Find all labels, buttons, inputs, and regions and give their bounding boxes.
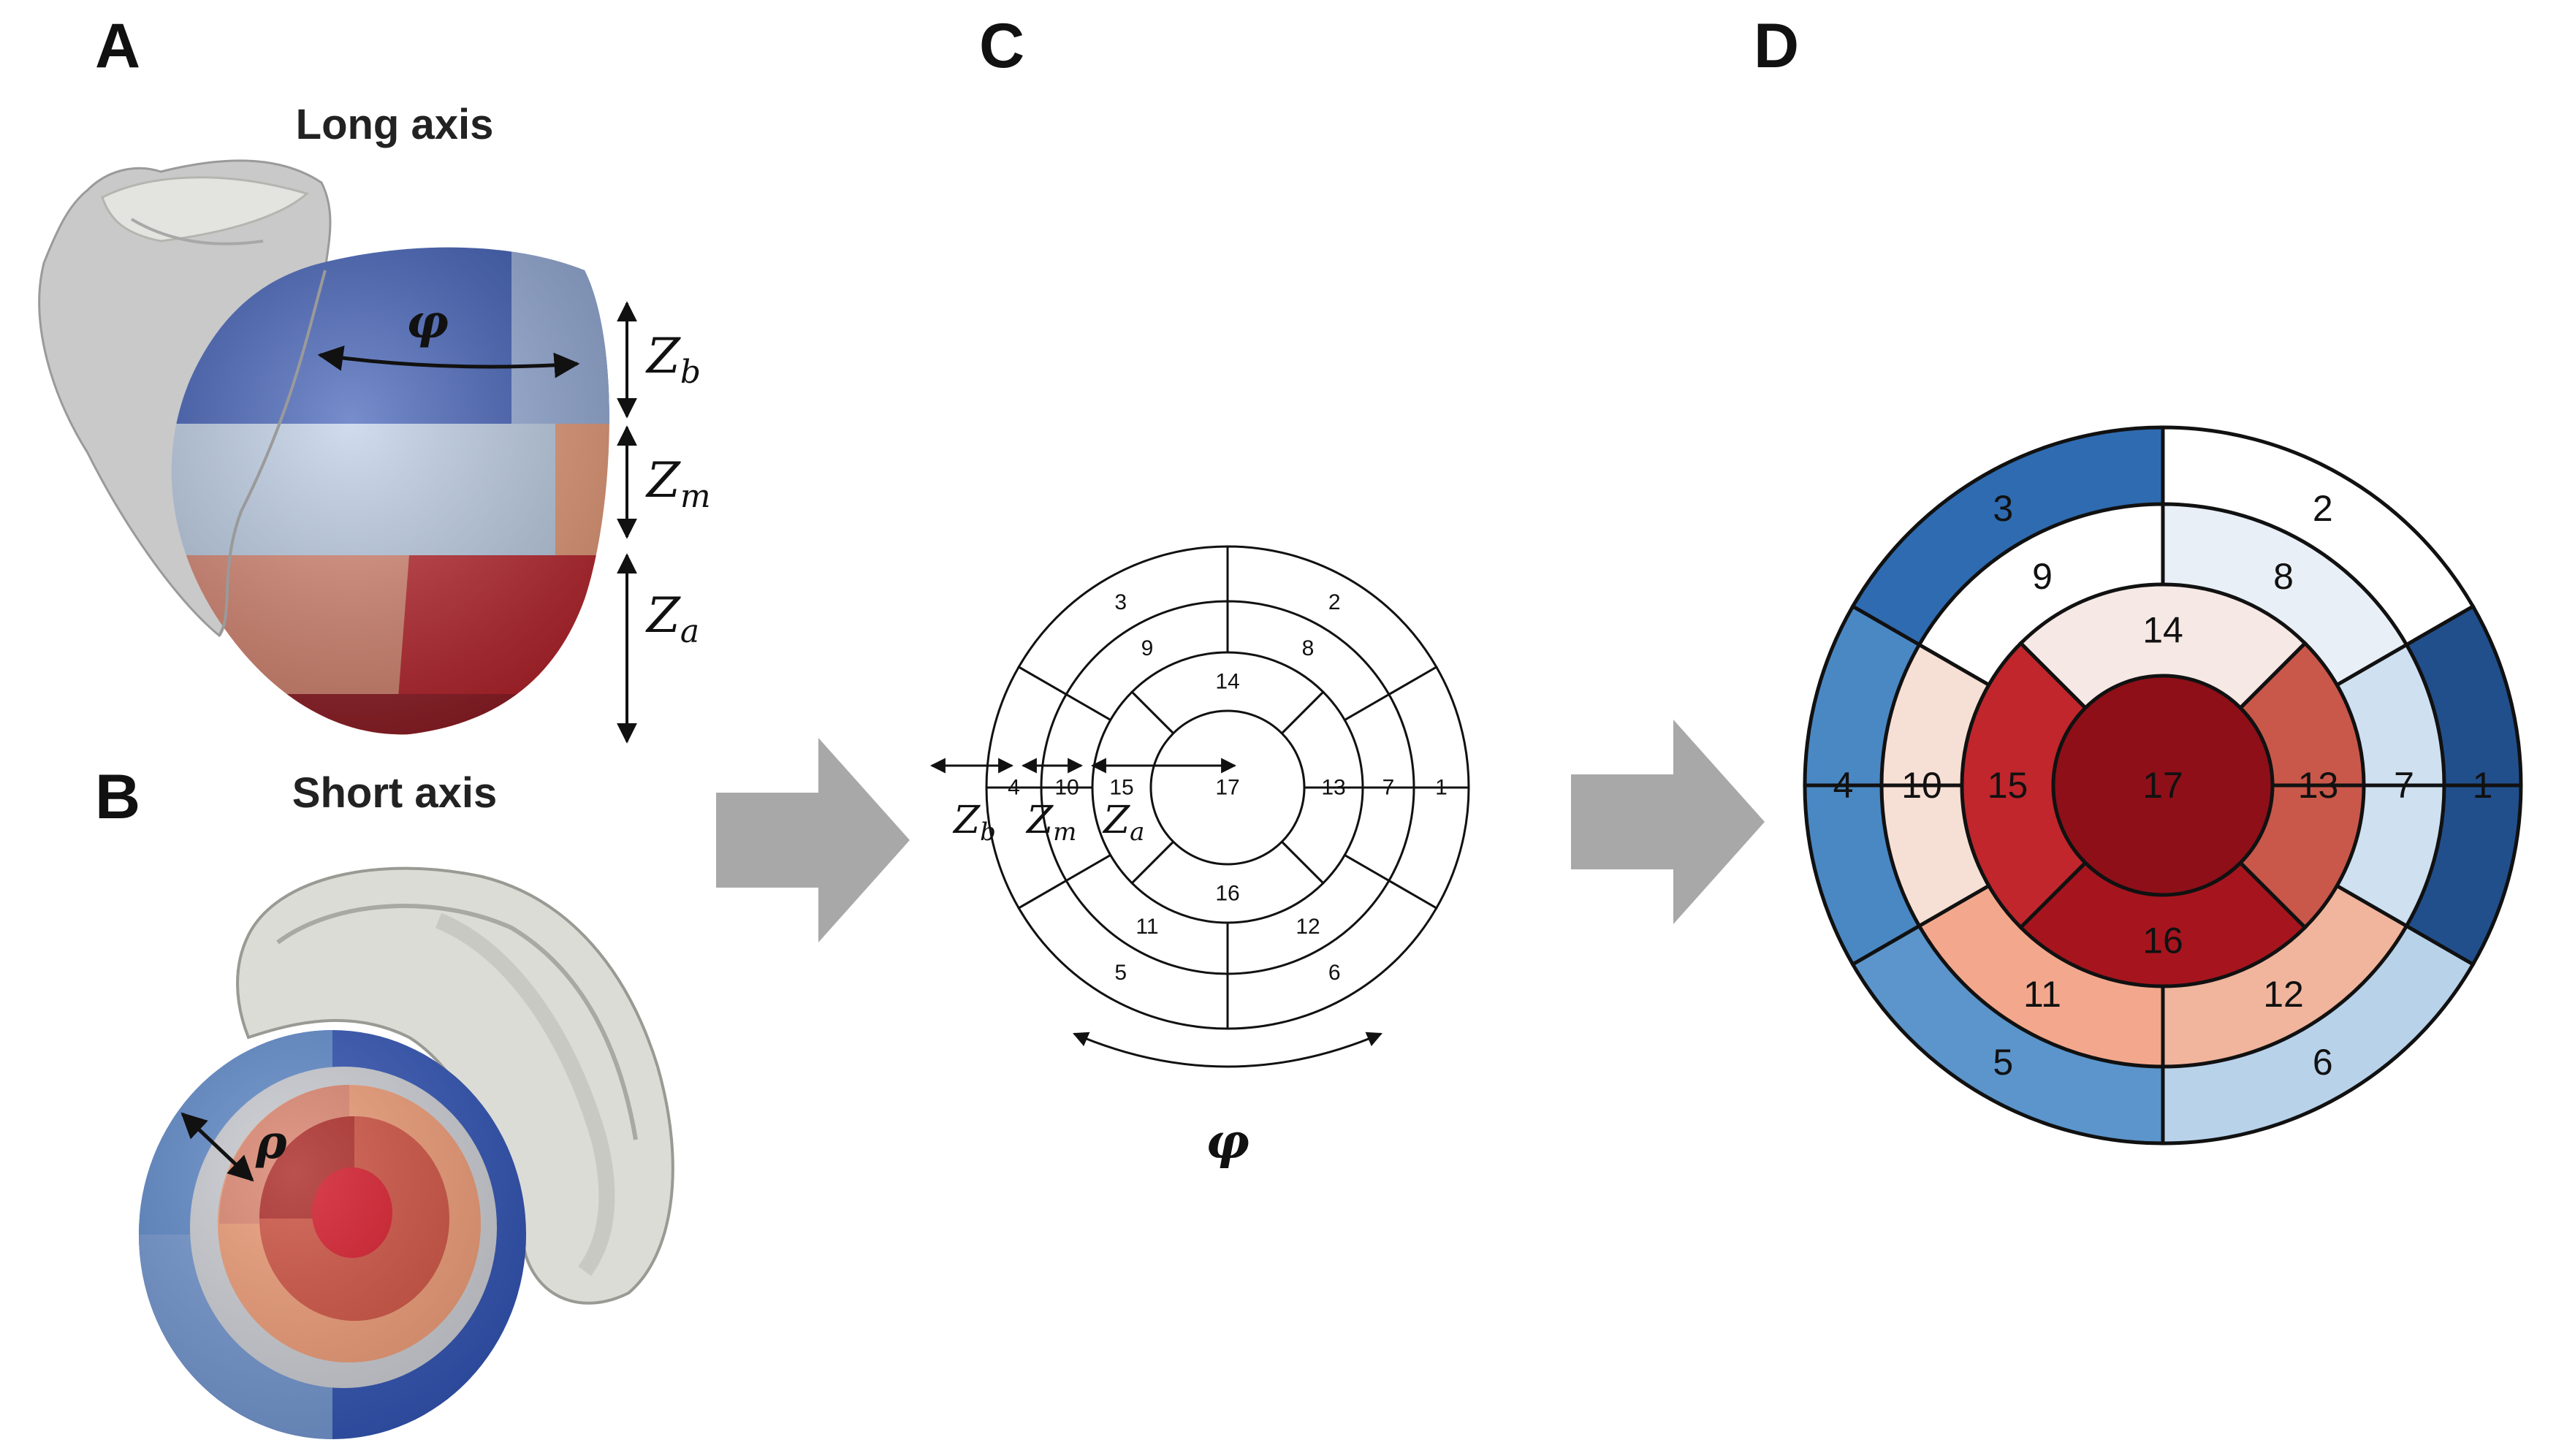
segment-label-apical-3: 15	[1109, 776, 1133, 800]
phi-label-a: φ	[406, 294, 449, 349]
segment-label-apex: 17	[1215, 776, 1239, 800]
panel-a-title: Long axis	[296, 101, 494, 148]
segment-label-mid-3: 9	[2032, 556, 2053, 597]
segment-label-mid-2: 8	[1302, 636, 1315, 660]
rho-arrow	[180, 1112, 254, 1182]
zm-label-a: Zm	[645, 452, 711, 515]
panel-b-letter: B	[95, 762, 140, 832]
bullseye-c-arrows	[929, 758, 1382, 1068]
arrow-c-to-d	[1571, 720, 1765, 924]
phi-label-c: φ	[1206, 1113, 1250, 1170]
arrow-b-to-c	[716, 738, 910, 942]
panel-c-letter: C	[979, 11, 1024, 81]
zb-label-c: Zb	[952, 798, 996, 847]
segment-label-basal-2: 2	[2313, 488, 2333, 529]
segment-label-basal-5: 5	[1993, 1042, 2013, 1083]
zm-label-c: Zm	[1025, 798, 1076, 847]
segment-label-mid-3: 9	[1141, 636, 1154, 660]
segment-label-mid-5: 11	[1136, 915, 1158, 939]
za-label-c: Za	[1102, 798, 1144, 847]
phi-arrow	[317, 346, 580, 378]
panel-b-title: Short axis	[292, 769, 497, 817]
segment-label-apical-3: 15	[1988, 765, 2028, 806]
segment-label-mid-5: 11	[2023, 974, 2061, 1015]
segment-label-apical-4: 16	[2142, 921, 2183, 961]
segment-label-apical-2: 14	[2142, 610, 2183, 651]
za-label-a: Za	[645, 587, 699, 650]
segment-label-mid-6: 12	[2263, 974, 2304, 1015]
segment-label-basal-6: 6	[2313, 1042, 2333, 1083]
segment-label-basal-5: 5	[1114, 961, 1127, 985]
panel-a-letter: A	[95, 11, 140, 81]
segment-label-basal-3: 3	[1993, 488, 2013, 529]
panel-d-letter: D	[1754, 11, 1799, 81]
long-axis-heart-model: φ	[38, 159, 609, 735]
short-axis-heart-model: ρ	[139, 866, 674, 1439]
segment-label-apical-2: 14	[1215, 670, 1239, 694]
rho-label: ρ	[255, 1115, 287, 1170]
segment-label-basal-2: 2	[1328, 590, 1341, 614]
segment-label-mid-6: 12	[1296, 915, 1320, 939]
segment-label-mid-2: 8	[2273, 556, 2294, 597]
segment-label-apical-4: 16	[1215, 882, 1239, 906]
segment-label-basal-3: 3	[1114, 590, 1127, 614]
rv-gray-shell	[236, 866, 674, 1305]
segment-label-apex: 17	[2142, 765, 2183, 806]
zb-label-a: Zb	[645, 328, 701, 391]
segment-label-basal-6: 6	[1328, 961, 1341, 985]
